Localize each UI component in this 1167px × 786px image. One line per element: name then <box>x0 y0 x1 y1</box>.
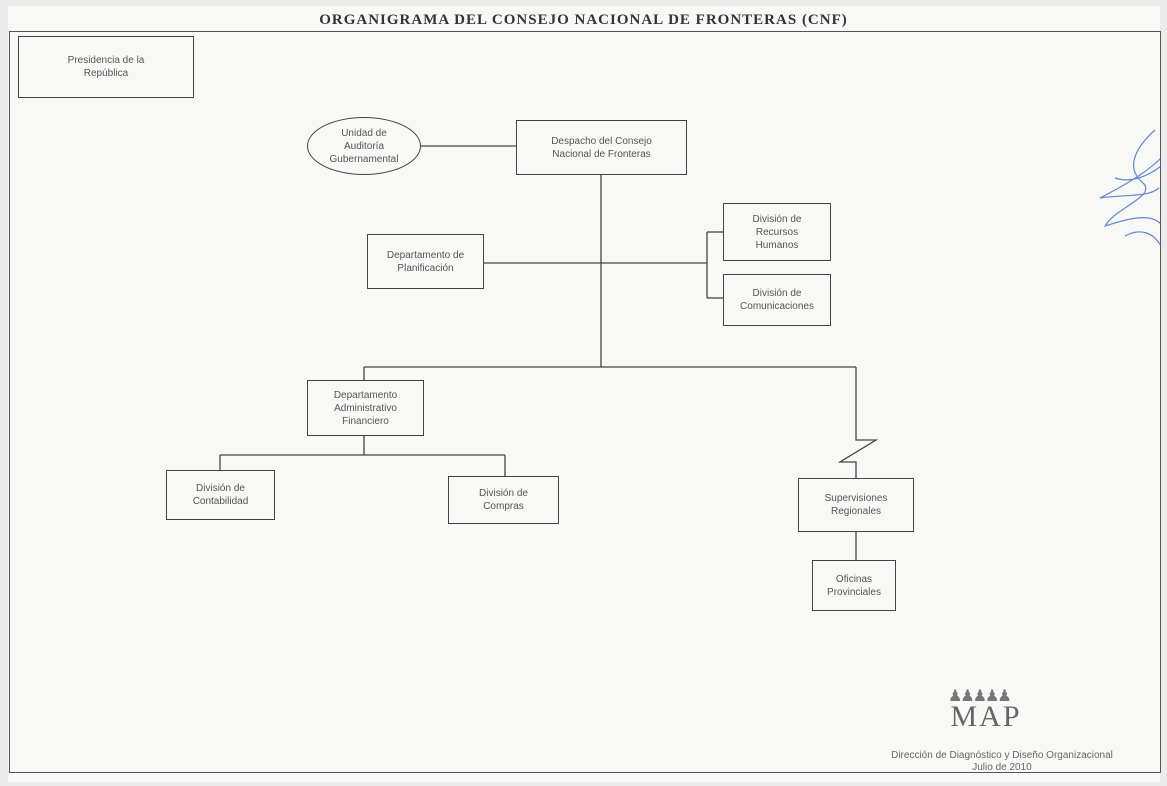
footer: Dirección de Diagnóstico y Diseño Organi… <box>842 750 1162 774</box>
node-compras: División de Compras <box>448 476 559 524</box>
chart-frame <box>9 31 1161 773</box>
signature-scribble <box>1099 129 1162 247</box>
node-oficinas: Oficinas Provinciales <box>812 560 896 611</box>
logo-text: MAP <box>950 700 1022 733</box>
map-logo: ♟♟♟♟♟ MAP <box>936 686 1036 738</box>
node-administrativo: Departamento Administrativo Financiero <box>307 380 424 436</box>
node-recursos-humanos: División de Recursos Humanos <box>723 203 831 261</box>
node-supervisiones: Supervisiones Regionales <box>798 478 914 532</box>
logo-figures-icon: ♟♟♟♟♟ <box>948 688 1012 705</box>
footer-line-2: Julio de 2010 <box>972 762 1032 773</box>
node-presidencia: Presidencia de la República <box>18 36 194 98</box>
node-planificacion: Departamento de Planificación <box>367 234 484 289</box>
node-despacho: Despacho del Consejo Nacional de Fronter… <box>516 120 687 175</box>
node-auditoria: Unidad de Auditoría Gubernamental <box>307 117 421 175</box>
footer-line-1: Dirección de Diagnóstico y Diseño Organi… <box>891 750 1113 761</box>
connector-break <box>837 367 879 478</box>
chart-title: ORGANIGRAMA DEL CONSEJO NACIONAL DE FRON… <box>319 12 848 28</box>
node-comunicaciones: División de Comunicaciones <box>723 274 831 326</box>
node-contabilidad: División de Contabilidad <box>166 470 275 520</box>
